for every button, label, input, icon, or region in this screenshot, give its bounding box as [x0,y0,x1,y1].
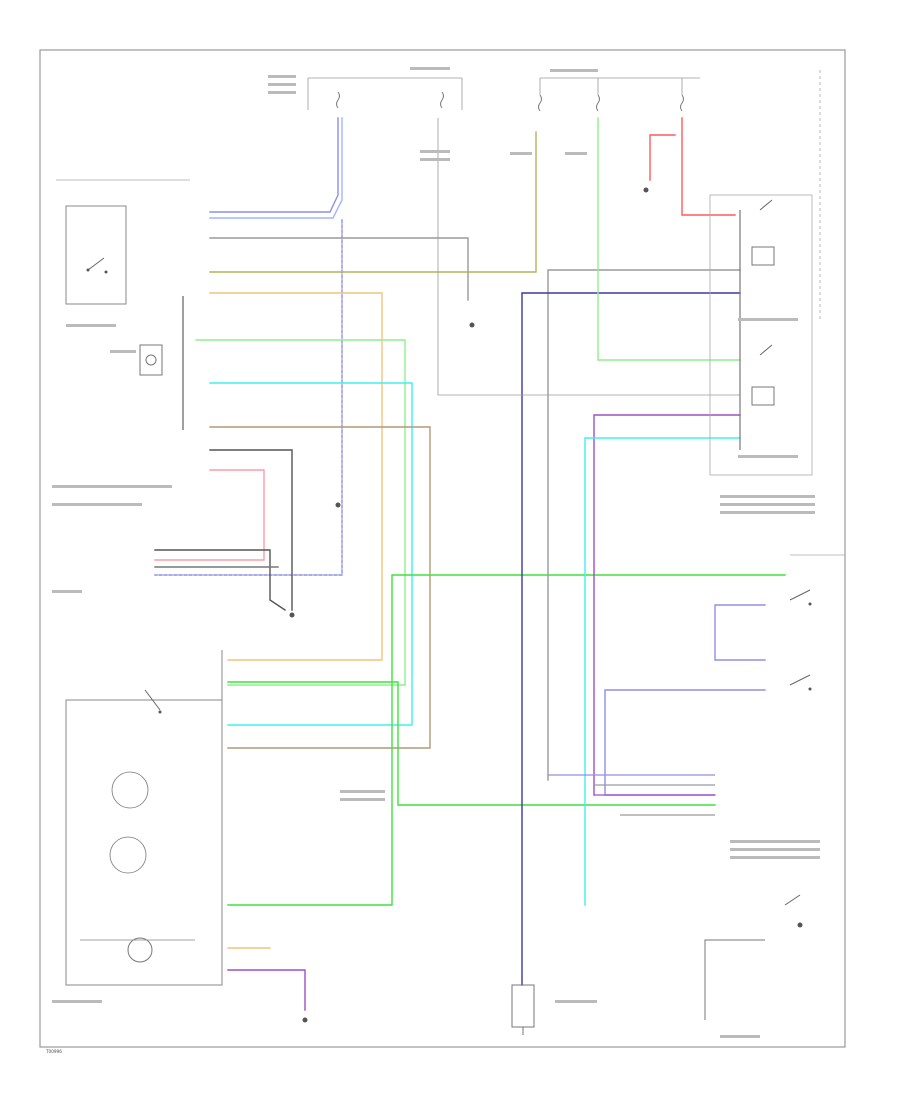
wire-light-green [195,339,406,686]
wire-cyan-right [584,437,741,906]
switch-icon [784,589,812,906]
connector-label-marks [52,67,820,1038]
wire-pink [154,469,265,561]
hot-at-all-times-bus [307,77,700,110]
mode-selector-icon [80,771,195,963]
wire-navy [521,292,741,986]
relay-coil-icon [751,199,775,406]
wire-dark [209,449,293,611]
wire-violet [227,969,306,1011]
ac-heater-control-box [65,699,223,986]
diagram-frame [39,49,846,1048]
wire-thin-gray [437,118,740,396]
fan-switch-icon [144,689,162,714]
wire-blue-lower [154,219,343,576]
fuse-icon [336,91,684,112]
wire-blue [209,117,339,213]
wire-gray [209,237,469,301]
wire-blue-switch [714,604,766,661]
relay-switch-icon [86,257,108,274]
wire-yellow-green [209,131,537,273]
wire-red-2 [681,117,736,216]
wire-dark-module [154,549,286,611]
wire-cyan [209,382,413,726]
page-code: T00996 [45,1049,62,1054]
wire-blue-switch-2 [604,689,766,796]
ac-compressor-clutch-relay [709,194,813,476]
wire-ground-right [704,939,765,1020]
blower-motor-icon [139,344,163,376]
wire-light-blue [209,117,343,219]
ground-icon [289,187,803,1023]
wire-light-green-right [597,117,741,361]
wire-orange [209,292,383,661]
ac-compressor-clutch-icon [511,984,535,1035]
wire-violet-right [593,414,741,796]
pcm-connector-lines [548,774,715,816]
wire-green-branch [227,681,716,806]
blower-motor-relay-box [65,205,127,305]
wire-tan [209,426,431,749]
wire-gray-right [547,269,741,781]
wire-red [649,134,676,181]
wire-green-main [227,574,786,906]
